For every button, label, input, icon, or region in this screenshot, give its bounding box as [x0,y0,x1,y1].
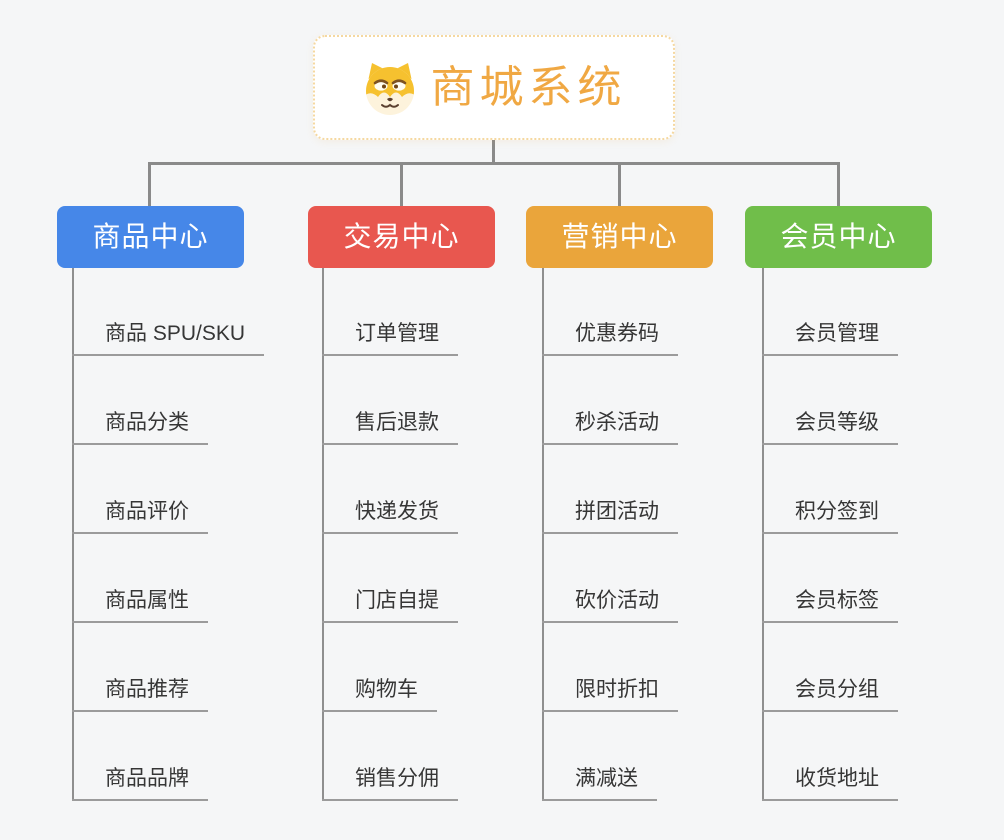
leaf-node[interactable]: 门店自提 [322,586,458,623]
leaf-node[interactable]: 商品属性 [72,586,208,623]
leaf-node[interactable]: 限时折扣 [542,675,678,712]
root-title: 商城系统 [430,62,627,112]
leaf-node[interactable]: 收货地址 [762,764,898,801]
branch-label: 会员中心 [780,221,897,252]
leaf-node[interactable]: 快递发货 [322,497,458,534]
leaf-node[interactable]: 商品分类 [72,408,208,445]
shiba-dog-icon [365,62,414,115]
connector-drop [837,162,840,207]
root-node[interactable]: 商城系统 [313,35,675,140]
leaf-node[interactable]: 会员分组 [762,675,898,712]
branch-node-marketing-center[interactable]: 营销中心 [526,206,713,268]
connector-trunk [322,268,324,801]
connector-bus [148,162,840,165]
connector-drop [400,162,403,207]
leaf-node[interactable]: 商品推荐 [72,675,208,712]
leaf-node[interactable]: 秒杀活动 [542,408,678,445]
connector-drop [618,162,621,207]
leaf-node[interactable]: 积分签到 [762,497,898,534]
branch-node-product-center[interactable]: 商品中心 [57,206,244,268]
leaf-node[interactable]: 优惠券码 [542,319,678,356]
connector-trunk [542,268,544,801]
leaf-node[interactable]: 会员管理 [762,319,898,356]
branch-node-trade-center[interactable]: 交易中心 [308,206,495,268]
leaf-node[interactable]: 会员标签 [762,586,898,623]
branch-node-member-center[interactable]: 会员中心 [745,206,932,268]
leaf-node[interactable]: 销售分佣 [322,764,458,801]
leaf-node[interactable]: 商品 SPU/SKU [72,319,265,356]
connector-drop [148,162,151,207]
leaf-node[interactable]: 购物车 [322,675,437,712]
leaf-node[interactable]: 订单管理 [322,319,458,356]
connector-trunk [72,268,74,801]
leaf-node[interactable]: 拼团活动 [542,497,678,534]
connector-trunk [762,268,764,801]
branch-label: 营销中心 [561,221,678,252]
connector-root-drop [492,139,495,164]
leaf-node[interactable]: 商品品牌 [72,764,208,801]
branch-label: 商品中心 [92,221,209,252]
leaf-node[interactable]: 售后退款 [322,408,458,445]
leaf-node[interactable]: 商品评价 [72,497,208,534]
leaf-node[interactable]: 砍价活动 [542,586,678,623]
leaf-node[interactable]: 满减送 [542,764,657,801]
leaf-node[interactable]: 会员等级 [762,408,898,445]
branch-label: 交易中心 [343,221,460,252]
